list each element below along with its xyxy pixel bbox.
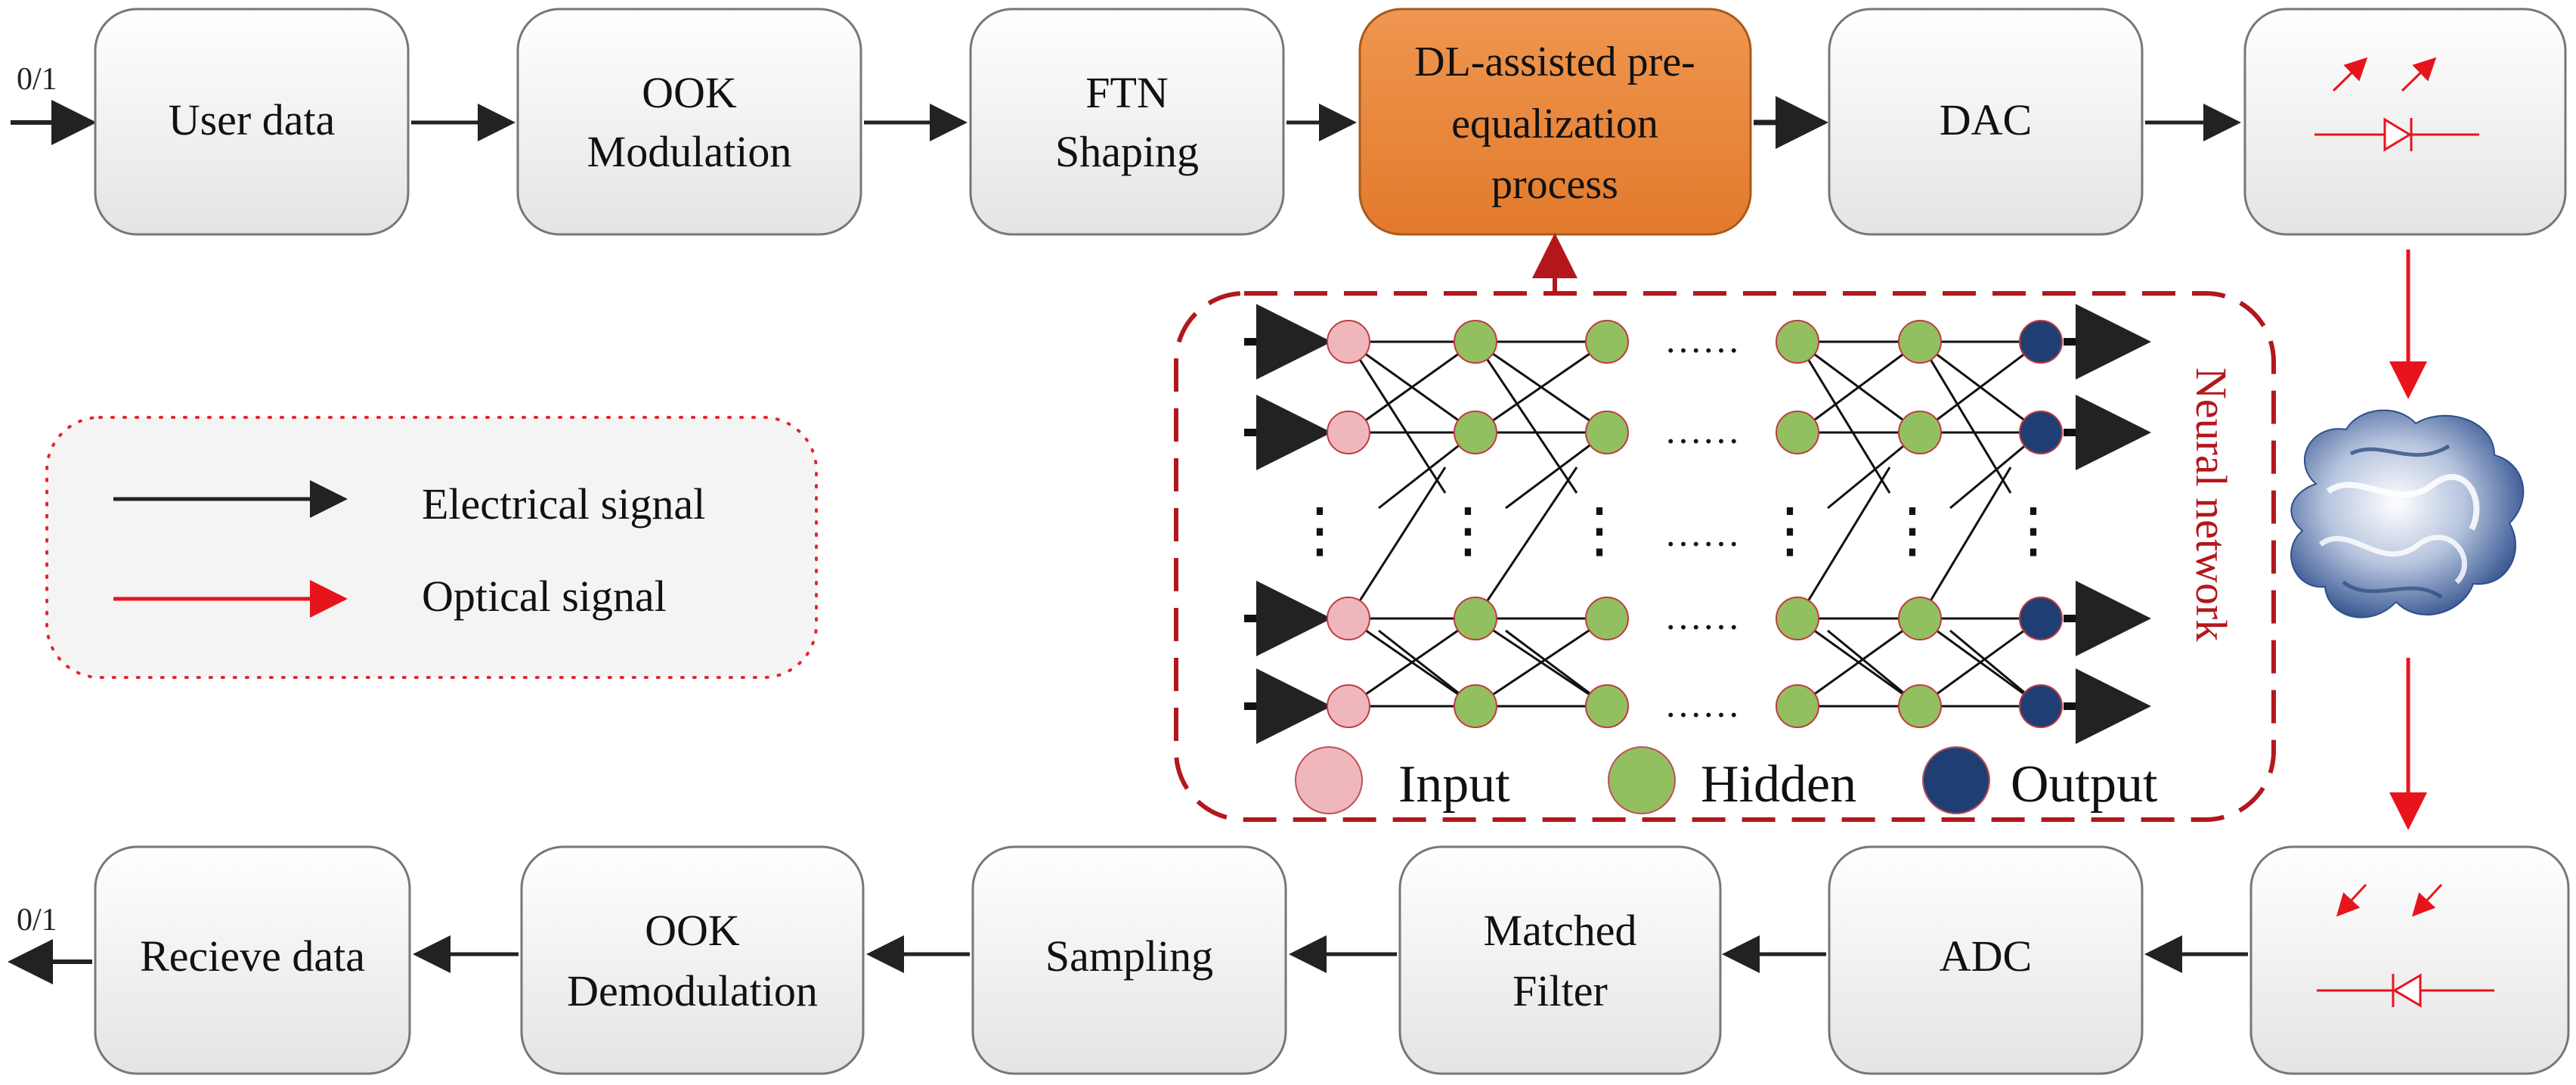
nn-ellipsis: ……: [1664, 409, 1740, 451]
nn-vdots: ⋮: [1882, 498, 1943, 564]
box-mf-line2: Filter: [1512, 966, 1608, 1015]
nn-node-hidden: [1776, 684, 1819, 728]
box-demod-line2: Demodulation: [567, 966, 818, 1015]
nn-vdots: ⋮: [1569, 498, 1630, 564]
nn-node-output: [2019, 411, 2063, 454]
box-ook-demodulation: OOK Demodulation: [520, 845, 865, 1075]
nn-legend-hidden-swatch: [1608, 746, 1676, 814]
nn-edge: [1474, 467, 1578, 619]
box-dac: DAC: [1828, 8, 2144, 236]
nn-node-hidden: [1898, 597, 1942, 640]
nn-edge: [1797, 340, 1921, 434]
nn-edge: [1919, 617, 2042, 708]
nn-node-hidden: [1585, 684, 1629, 728]
box-sampling-label: Sampling: [1045, 932, 1213, 981]
box-receive-data-label: Recieve data: [140, 932, 365, 981]
nn-legend-output-label: Output: [2011, 755, 2158, 814]
nn-edge: [1796, 341, 1891, 494]
nn-edge: [1797, 617, 1921, 708]
nn-edge: [1796, 467, 1891, 619]
box-receive-data: Recieve data: [94, 845, 411, 1075]
nn-legend-input-swatch: [1295, 746, 1363, 814]
nn-edge: [1918, 341, 2012, 494]
nn-node-hidden: [1454, 320, 1497, 364]
nn-edge: [1475, 340, 1608, 434]
nn-edge: [1918, 467, 2012, 619]
box-sampling: Sampling: [971, 845, 1287, 1075]
nn-legend-input-label: Input: [1398, 755, 1510, 814]
box-dl-line1: DL-assisted pre-: [1414, 39, 1695, 85]
nn-node-input: [1327, 597, 1370, 640]
nn-node-hidden: [1898, 320, 1942, 364]
box-dl-preequalization: DL-assisted pre- equalization process: [1358, 8, 1752, 236]
box-matched-filter: Matched Filter: [1398, 845, 1722, 1075]
nn-node-hidden: [1585, 411, 1629, 454]
nn-edge: [1347, 467, 1447, 619]
nn-node-input: [1327, 411, 1370, 454]
nn-title: Neural network: [2187, 367, 2236, 641]
box-mf-line1: Matched: [1484, 906, 1637, 955]
nn-vdots: ⋮: [1438, 498, 1498, 564]
nn-edge: [1348, 617, 1476, 708]
box-ook-modulation: OOK Modulation: [516, 8, 862, 236]
box-dl-line2: equalization: [1451, 101, 1658, 147]
box-ook-modulation-line1: OOK: [642, 68, 737, 117]
legend-optical-label: Optical signal: [422, 572, 667, 621]
neural-network-panel: Neural network …… …… …… …… …… ⋮ ⋮ ⋮ ⋮ ⋮ ⋮ Input Hi…: [1174, 233, 2276, 822]
box-photodiode-receiver: [2249, 845, 2570, 1075]
box-ook-modulation-line2: Modulation: [587, 127, 792, 176]
nn-nodes: [1327, 320, 2063, 728]
led-icon: [2314, 57, 2479, 152]
box-ftn-shaping-line1: FTN: [1085, 68, 1169, 117]
nn-legend-hidden-label: Hidden: [1701, 755, 1856, 814]
photodiode-icon: [2317, 883, 2494, 1008]
nn-node-output: [2019, 320, 2063, 364]
nn-node-output: [2019, 684, 2063, 728]
box-demod-line1: OOK: [645, 906, 740, 955]
nn-vdots: ⋮: [2003, 498, 2064, 564]
box-dl-line3: process: [1491, 161, 1618, 208]
output-bit-label: 0/1: [17, 903, 57, 938]
nn-legend-output-swatch: [1922, 746, 1990, 814]
nn-node-input: [1327, 684, 1370, 728]
nn-ellipsis: ……: [1664, 318, 1740, 361]
nn-edge: [1348, 340, 1476, 434]
nn-edge: [1475, 617, 1608, 708]
nn-vdots: ⋮: [1290, 498, 1350, 564]
box-ftn-shaping-line2: Shaping: [1055, 127, 1199, 176]
box-user-data: User data: [94, 8, 410, 236]
nn-node-hidden: [1454, 411, 1497, 454]
input-bit-label: 0/1: [17, 62, 57, 97]
nn-edge: [1919, 340, 2042, 434]
nn-io-arrows: [1244, 304, 2151, 744]
nn-vdots: ⋮: [1760, 498, 1820, 564]
signal-legend: Electrical signal Optical signal: [45, 416, 818, 679]
box-dac-label: DAC: [1940, 95, 2032, 144]
nn-node-hidden: [1776, 320, 1819, 364]
nn-node-hidden: [1898, 684, 1942, 728]
nn-node-hidden: [1776, 411, 1819, 454]
nn-node-input: [1327, 320, 1370, 364]
box-adc: ADC: [1828, 845, 2144, 1075]
nn-node-hidden: [1454, 597, 1497, 640]
box-led-transmitter: [2243, 8, 2567, 236]
nn-node-hidden: [1898, 411, 1942, 454]
box-ftn-shaping: FTN Shaping: [969, 8, 1285, 236]
nn-node-output: [2019, 597, 2063, 640]
nn-node-hidden: [1776, 597, 1819, 640]
nn-ellipsis: ……: [1664, 512, 1740, 554]
box-user-data-label: User data: [169, 95, 336, 144]
nn-ellipsis: ……: [1664, 595, 1740, 637]
nn-node-hidden: [1585, 597, 1629, 640]
nn-ellipses: …… …… …… …… …… ⋮ ⋮ ⋮ ⋮ ⋮ ⋮: [1290, 318, 2064, 725]
box-adc-label: ADC: [1940, 932, 2032, 981]
turbulent-water-channel-icon: [2290, 409, 2525, 618]
nn-ellipsis: ……: [1664, 683, 1740, 725]
nn-node-hidden: [1454, 684, 1497, 728]
nn-node-hidden: [1585, 320, 1629, 364]
legend-electrical-label: Electrical signal: [422, 479, 705, 529]
